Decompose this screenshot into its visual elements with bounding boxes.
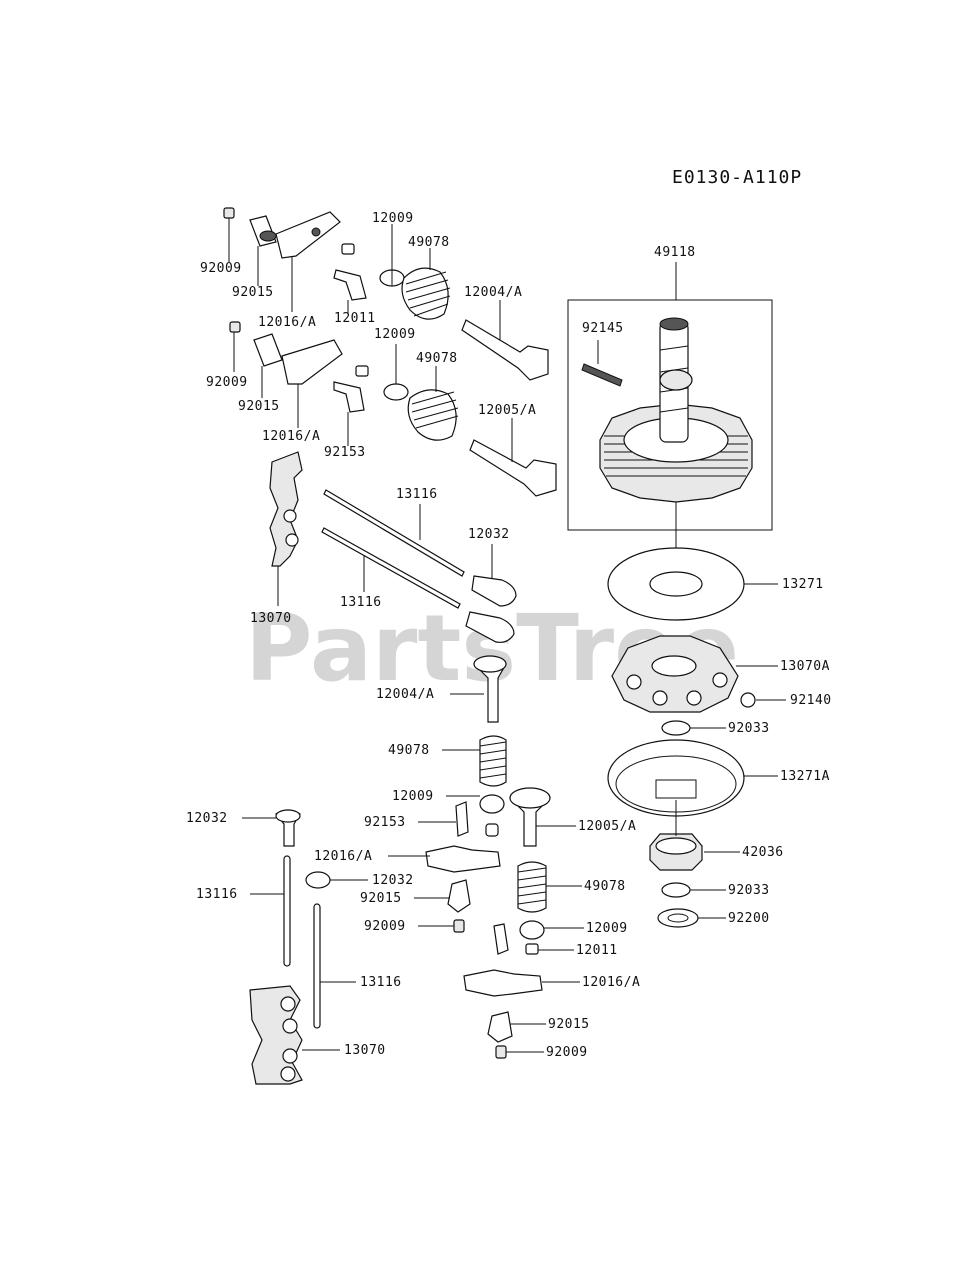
part-12032-tappet-2[interactable] <box>465 611 515 643</box>
part-12016-rocker-arm-4[interactable] <box>463 969 543 997</box>
diagram-code: E0130-A110P <box>672 167 802 188</box>
lower-rocker-assembly <box>229 321 557 497</box>
label-13116-2: 13116 <box>340 595 382 610</box>
part-92015-pivot-4[interactable] <box>487 1011 513 1043</box>
part-12009-retainer-4[interactable] <box>519 920 545 940</box>
part-92033-clip[interactable] <box>661 720 691 736</box>
label-12016-a-2: 12016/A <box>262 429 320 444</box>
label-13070A: 13070A <box>780 659 830 674</box>
label-12005-a: 12005/A <box>478 403 536 418</box>
plate-hole-2 <box>285 533 299 547</box>
part-92153-stud[interactable] <box>333 381 365 413</box>
label-12004-a-2: 12004/A <box>376 687 434 702</box>
label-12016-a-3: 12016/A <box>314 849 372 864</box>
label-92033: 92033 <box>728 721 770 736</box>
part-12011-stud[interactable] <box>333 269 367 301</box>
part-12011-cap[interactable] <box>341 243 355 255</box>
label-12009-2: 12009 <box>374 327 416 342</box>
rocker-hole <box>311 227 321 237</box>
part-13116-push-rod-3[interactable] <box>283 855 291 967</box>
part-92153-stud-2[interactable] <box>455 801 469 837</box>
part-92015-pivot-2[interactable] <box>253 333 283 367</box>
label-13116-4: 13116 <box>360 975 402 990</box>
plate-hole <box>283 509 297 523</box>
label-13271: 13271 <box>782 577 824 592</box>
part-13116-push-rod-2[interactable] <box>321 527 461 609</box>
label-49078-2: 49078 <box>416 351 458 366</box>
label-12011: 12011 <box>334 311 376 326</box>
part-92145-spring-pin[interactable] <box>581 363 623 387</box>
part-92009-adjust-nut-4[interactable] <box>495 1045 507 1059</box>
part-92033-clip-2[interactable] <box>661 882 691 898</box>
part-12016-rocker-arm-3[interactable] <box>425 845 501 873</box>
label-12009-3: 12009 <box>392 789 434 804</box>
label-12032-3: 12032 <box>372 873 414 888</box>
label-12032: 12032 <box>468 527 510 542</box>
label-49118: 49118 <box>654 245 696 260</box>
part-92009-adjust-nut[interactable] <box>223 207 235 219</box>
label-49078-4: 49078 <box>584 879 626 894</box>
label-49078-3: 49078 <box>388 743 430 758</box>
part-92200-washer[interactable] <box>657 908 699 928</box>
label-12016-a: 12016/A <box>258 315 316 330</box>
part-49078-spring-3[interactable] <box>479 735 507 787</box>
part-92140-ball[interactable] <box>740 692 756 708</box>
label-92140: 92140 <box>790 693 832 708</box>
part-cap-2[interactable] <box>355 365 369 377</box>
part-92009-adjust-nut-3[interactable] <box>453 919 465 933</box>
part-49118-camshaft[interactable] <box>599 317 753 503</box>
label-92009: 92009 <box>200 261 242 276</box>
label-13116-3: 13116 <box>196 887 238 902</box>
label-92200: 92200 <box>728 911 770 926</box>
label-12032-2: 12032 <box>186 811 228 826</box>
label-92033-2: 92033 <box>728 883 770 898</box>
part-13116-push-rod-4[interactable] <box>313 903 321 1029</box>
label-92145: 92145 <box>582 321 624 336</box>
label-92153: 92153 <box>324 445 366 460</box>
part-49078-spring[interactable] <box>401 267 449 320</box>
part-13116-push-rod[interactable] <box>323 489 465 577</box>
part-13070A-governor[interactable] <box>611 635 739 713</box>
label-12016-a-4: 12016/A <box>582 975 640 990</box>
part-12009-retainer-3[interactable] <box>479 794 505 814</box>
part-12005-valve[interactable] <box>469 439 557 497</box>
label-13271A: 13271A <box>780 769 830 784</box>
label-13070-2: 13070 <box>344 1043 386 1058</box>
label-12004-a: 12004/A <box>464 285 522 300</box>
label-12011-2: 12011 <box>576 943 618 958</box>
part-92015-pivot-3[interactable] <box>447 879 471 913</box>
label-42036: 42036 <box>742 845 784 860</box>
part-92009-adjust-nut-2[interactable] <box>229 321 241 333</box>
label-92015-3: 92015 <box>360 891 402 906</box>
label-92015-2: 92015 <box>238 399 280 414</box>
part-12011-stud-2[interactable] <box>493 923 509 955</box>
part-12032-tappet-4[interactable] <box>305 871 331 889</box>
label-92015: 92015 <box>232 285 274 300</box>
part-12016-rocker-arm[interactable] <box>275 211 341 259</box>
label-92009-2: 92009 <box>206 375 248 390</box>
part-92015-pivot[interactable] <box>249 215 277 247</box>
pivot-shade <box>259 230 277 242</box>
label-49078: 49078 <box>408 235 450 250</box>
label-92153-2: 92153 <box>364 815 406 830</box>
label-12009-4: 12009 <box>586 921 628 936</box>
label-12005-a-2: 12005/A <box>578 819 636 834</box>
part-13070-guide-plate[interactable] <box>269 451 303 567</box>
part-49078-spring-4[interactable] <box>517 861 547 913</box>
label-12009: 12009 <box>372 211 414 226</box>
camshaft-group-box <box>567 299 773 531</box>
label-92009-4: 92009 <box>546 1045 588 1060</box>
label-92009-3: 92009 <box>364 919 406 934</box>
label-13070: 13070 <box>250 611 292 626</box>
label-92015-4: 92015 <box>548 1017 590 1032</box>
part-12009-retainer-2[interactable] <box>383 383 409 401</box>
part-12032-tappet[interactable] <box>471 575 517 607</box>
part-12016-rocker-arm-2[interactable] <box>281 339 343 385</box>
label-13116: 13116 <box>396 487 438 502</box>
part-12004-valve[interactable] <box>461 319 549 381</box>
